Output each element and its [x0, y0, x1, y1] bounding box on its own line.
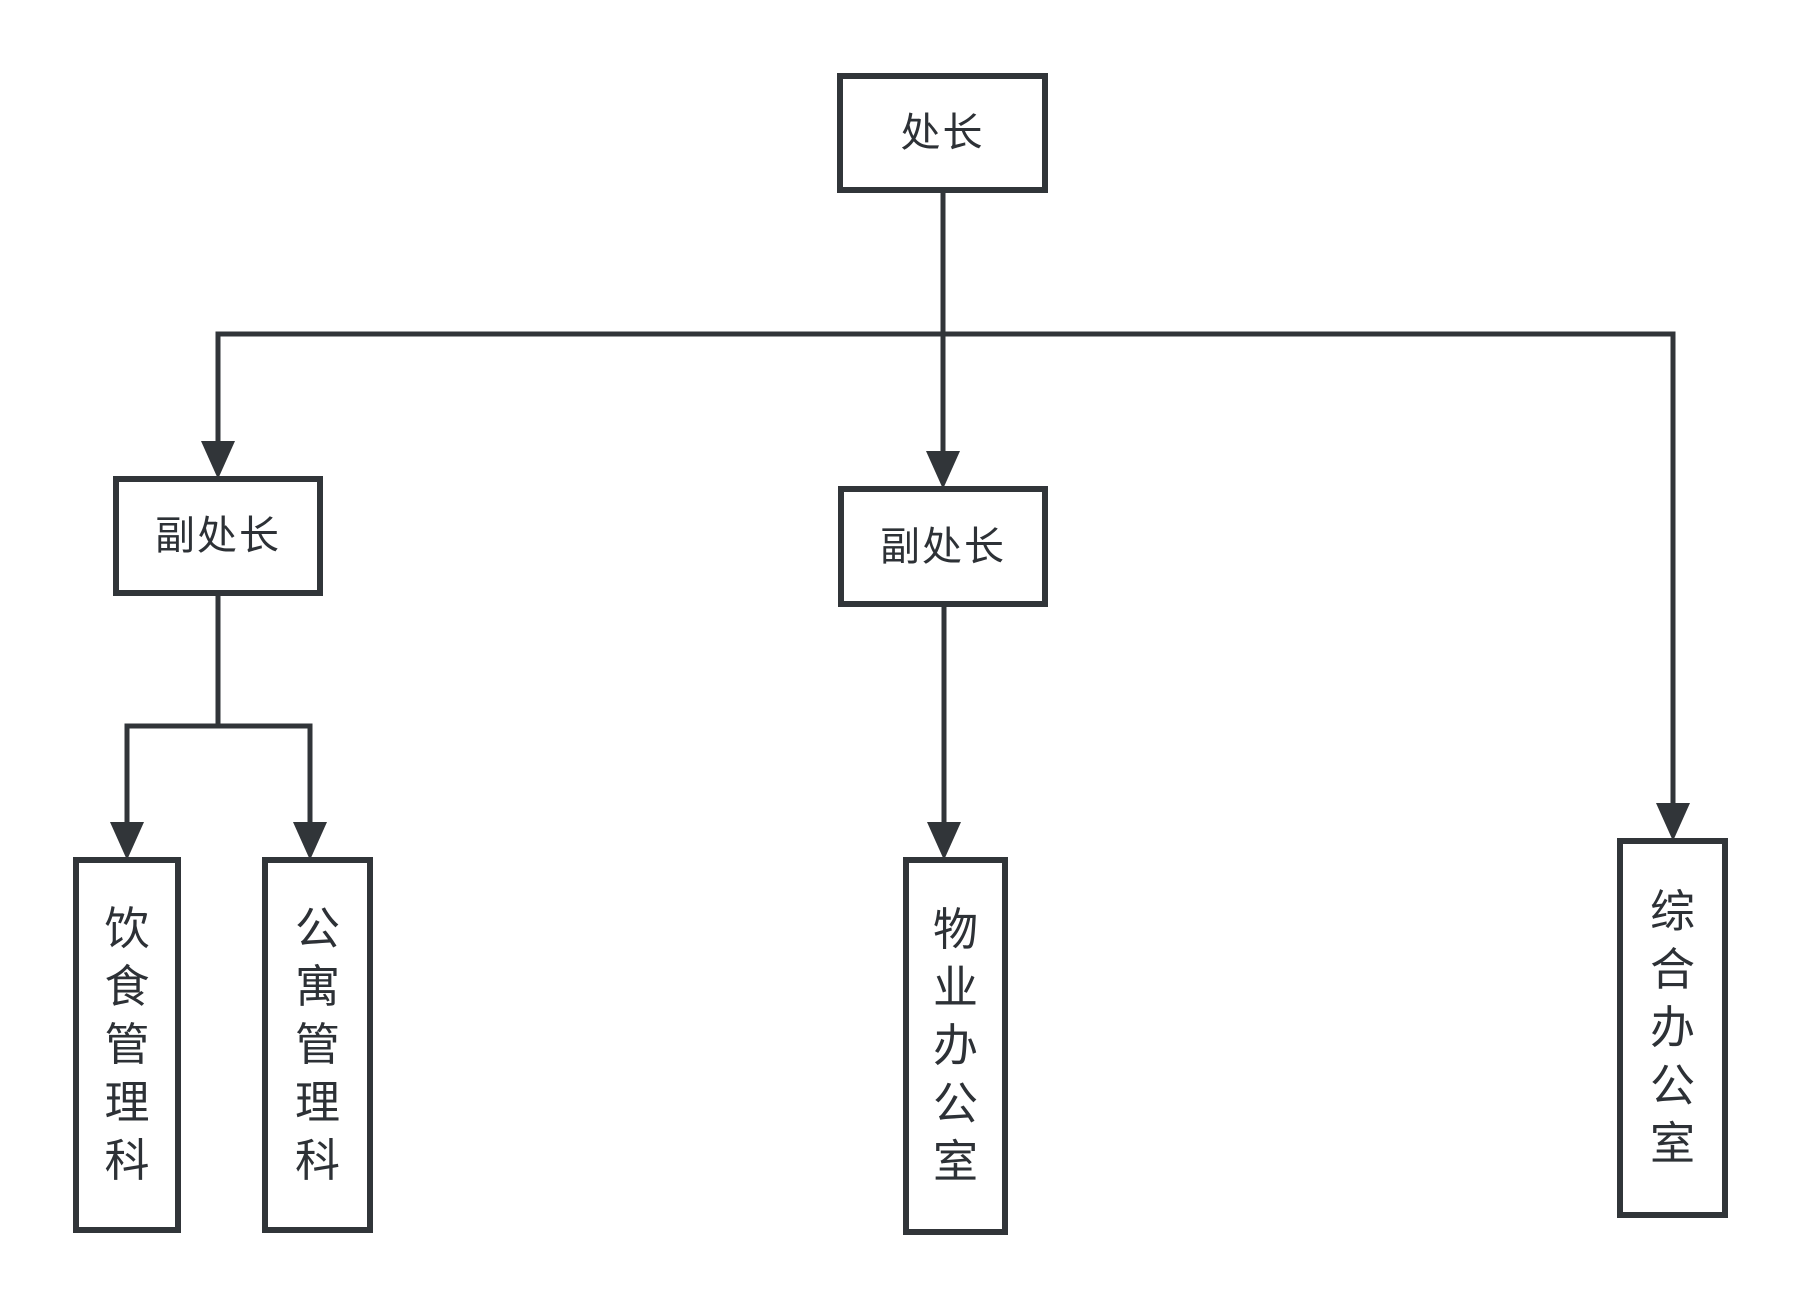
node-deputy-director-middle-label: 副处长: [880, 523, 1006, 570]
node-food-management-section: 饮食管理科: [73, 857, 181, 1233]
node-comprehensive-office-label: 综合办公室: [1650, 885, 1696, 1170]
node-comprehensive-office: 综合办公室: [1617, 838, 1728, 1218]
node-food-management-section-label: 饮食管理科: [104, 902, 150, 1187]
arrowhead-property-office: [927, 822, 961, 860]
arrowhead-food-section: [110, 822, 144, 860]
arrowhead-apartment-section: [293, 822, 327, 860]
arrowhead-deputy-middle: [926, 451, 960, 489]
node-deputy-director-middle: 副处长: [838, 486, 1048, 607]
node-apartment-management-section: 公寓管理科: [262, 857, 373, 1233]
node-apartment-management-section-label: 公寓管理科: [295, 902, 341, 1187]
arrowhead-comprehensive-office: [1656, 803, 1690, 841]
node-property-office: 物业办公室: [903, 857, 1008, 1235]
node-property-office-label: 物业办公室: [933, 903, 979, 1188]
node-deputy-director-left-label: 副处长: [155, 513, 281, 559]
node-director: 处长: [837, 73, 1048, 193]
connector-deputy-left-split: [124, 723, 313, 826]
node-director-label: 处长: [900, 110, 985, 156]
node-deputy-director-left: 副处长: [113, 476, 323, 596]
arrowhead-deputy-left: [201, 441, 235, 479]
